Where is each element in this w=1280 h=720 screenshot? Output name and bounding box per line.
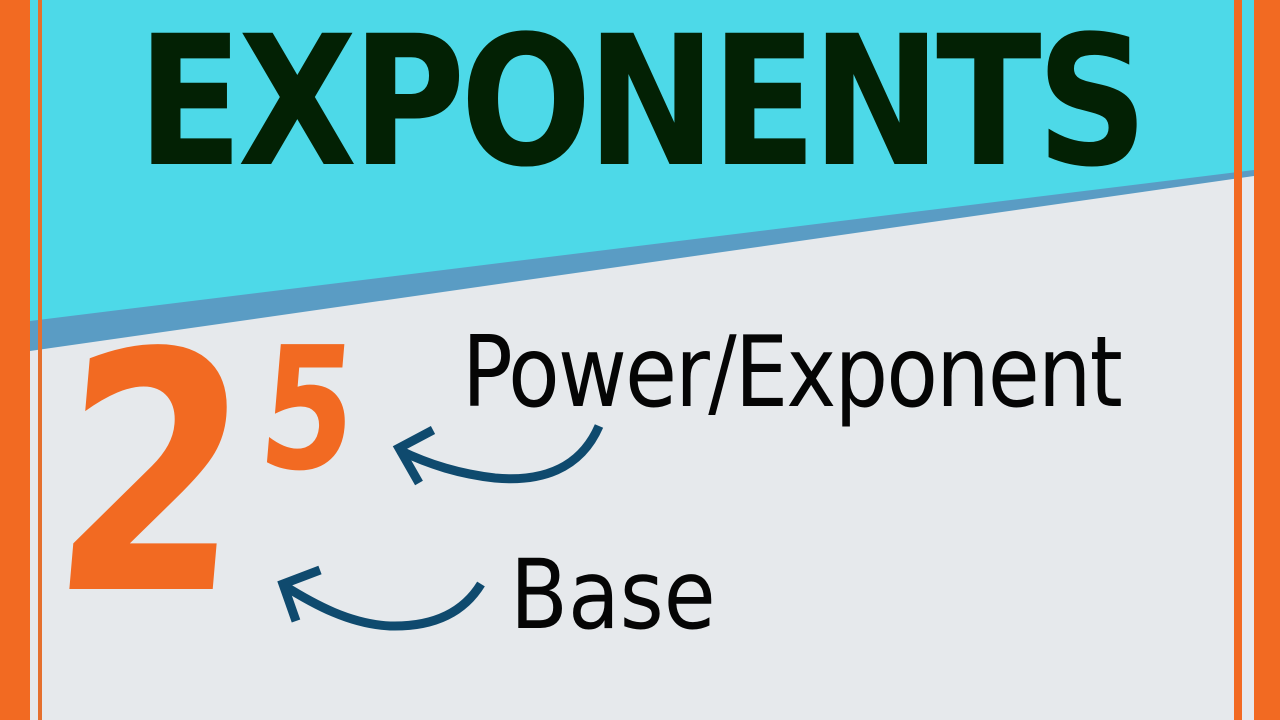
left-orange-stripe <box>38 0 42 720</box>
right-orange-stripe <box>1234 0 1242 720</box>
left-orange-border <box>0 0 30 720</box>
right-orange-border <box>1254 0 1280 720</box>
base-label: Base <box>510 539 716 651</box>
base-arrow-icon <box>277 565 485 631</box>
header-cyan-panel <box>30 0 1254 321</box>
page-title: EXPONENTS <box>137 0 1148 207</box>
exponent-label: Power/Exponent <box>462 316 1123 430</box>
exponent-arrow-icon <box>392 424 604 486</box>
